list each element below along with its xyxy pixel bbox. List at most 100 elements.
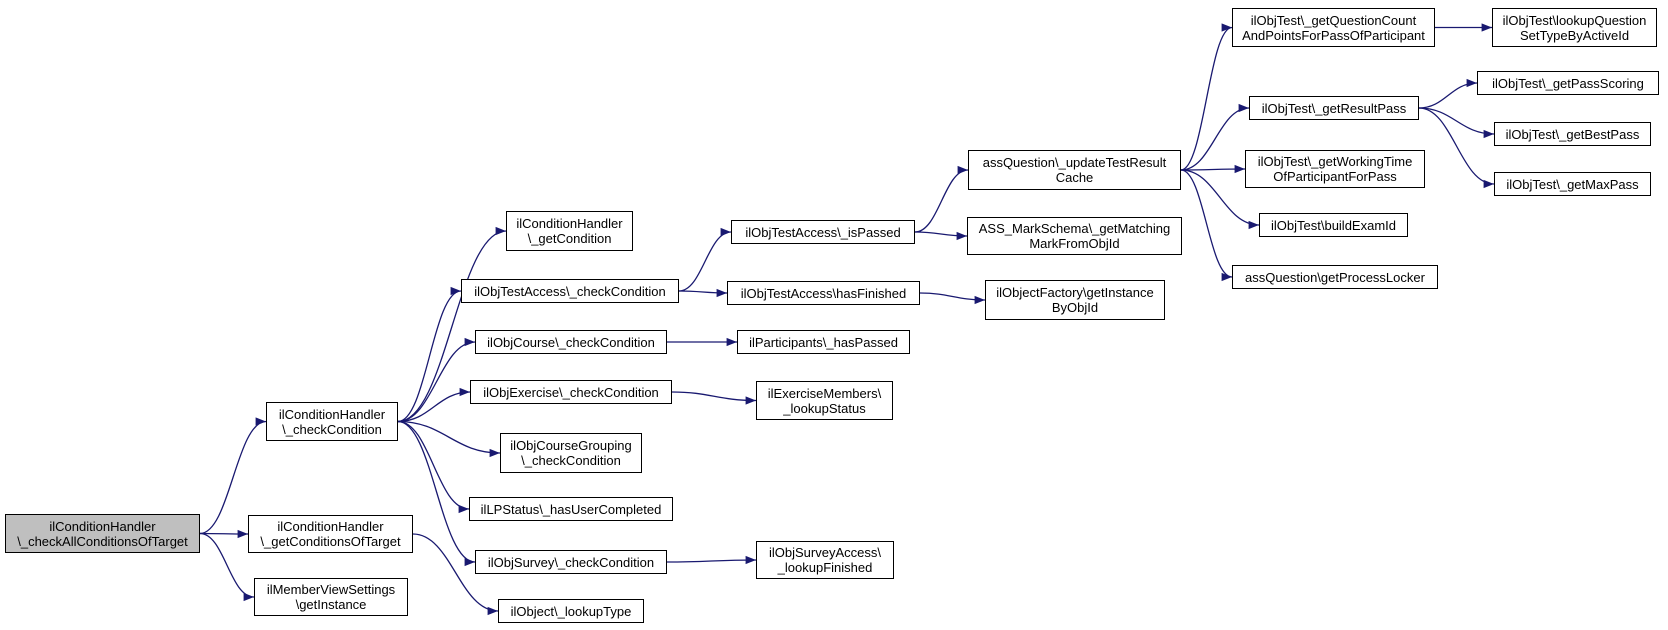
node-label: ilLPStatus\_hasUserCompleted: [480, 501, 662, 517]
edge-n1-n5: [397, 286, 462, 423]
node-label: ilObjTest\buildExamId: [1271, 217, 1396, 233]
node-n0: ilConditionHandler\_checkAllConditionsOf…: [5, 514, 200, 553]
node-label: \_checkAllConditionsOfTarget: [17, 533, 188, 549]
node-label: ilObjTest\_getMaxPass: [1506, 176, 1639, 192]
node-label: ilExerciseMembers\: [767, 385, 882, 401]
node-label: ilObjTestAccess\_checkCondition: [474, 283, 666, 299]
edge-n17-n21: [1180, 103, 1250, 171]
edge-n1-n6: [397, 337, 476, 423]
edge-n2-n11: [412, 533, 499, 616]
node-label: \_checkCondition: [282, 421, 382, 437]
node-label: \getInstance: [295, 597, 367, 612]
node-label: assQuestion\_updateTestResult: [982, 155, 1167, 170]
edge-n5-n13: [678, 288, 728, 298]
edge-n12-n17: [914, 165, 969, 233]
node-label: ilMemberViewSettings: [266, 582, 396, 597]
node-n11[interactable]: ilObject\_lookupType: [498, 599, 644, 623]
node-label: _lookupStatus: [783, 400, 866, 416]
node-n8[interactable]: ilObjCourseGrouping\_checkCondition: [500, 433, 642, 473]
edge-n1-n7: [397, 387, 471, 423]
node-n7[interactable]: ilObjExercise\_checkCondition: [470, 380, 672, 404]
node-n21[interactable]: ilObjTest\_getResultPass: [1249, 96, 1419, 120]
node-n14[interactable]: ilParticipants\_hasPassed: [737, 330, 910, 354]
node-label: ilObjCourse\_checkCondition: [487, 334, 655, 350]
node-n4[interactable]: ilConditionHandler\_getCondition: [506, 211, 633, 251]
node-n13[interactable]: ilObjTestAccess\hasFinished: [727, 281, 920, 305]
edge-n0-n1: [199, 417, 267, 535]
node-n9[interactable]: ilLPStatus\_hasUserCompleted: [469, 497, 673, 521]
edge-n1-n8: [397, 420, 501, 458]
edge-n21-n28: [1418, 107, 1495, 189]
node-n26[interactable]: ilObjTest\_getPassScoring: [1477, 71, 1659, 95]
node-label: ilObjTest\_getPassScoring: [1492, 75, 1644, 91]
node-label: ilObjTestAccess\hasFinished: [740, 285, 907, 301]
node-label: Cache: [1055, 170, 1094, 185]
edge-n7-n15: [671, 391, 757, 405]
node-label: ilObjTest\_getResultPass: [1261, 100, 1407, 116]
edge-n1-n9: [397, 420, 470, 514]
node-label: AndPointsForPassOfParticipant: [1242, 27, 1425, 43]
edge-n5-n12: [678, 227, 732, 292]
node-n6[interactable]: ilObjCourse\_checkCondition: [475, 330, 667, 354]
edge-n0-n2: [199, 529, 249, 539]
node-label: ilObject\_lookupType: [510, 603, 632, 619]
node-n12[interactable]: ilObjTestAccess\_isPassed: [731, 220, 915, 244]
node-label: ilObjTestAccess\_isPassed: [745, 224, 901, 240]
node-n15[interactable]: ilExerciseMembers\_lookupStatus: [756, 381, 893, 420]
node-label: _lookupFinished: [777, 560, 873, 575]
node-label: ilObjSurvey\_checkCondition: [487, 554, 655, 570]
node-label: ByObjId: [1051, 300, 1099, 315]
node-label: ilObjTest\_getWorkingTime: [1257, 154, 1413, 169]
node-n10[interactable]: ilObjSurvey\_checkCondition: [475, 550, 667, 574]
edge-n10-n16: [666, 555, 757, 565]
node-label: ilObjCourseGrouping: [510, 438, 632, 453]
node-label: OfParticipantForPass: [1273, 169, 1397, 184]
node-label: SetTypeByActiveId: [1519, 27, 1630, 43]
edge-n13-n19: [919, 292, 986, 305]
node-label: \_checkCondition: [521, 453, 621, 468]
edge-n21-n27: [1418, 107, 1495, 139]
node-n23[interactable]: ilObjTest\buildExamId: [1259, 213, 1408, 237]
node-label: ilObjTest\lookupQuestion: [1502, 12, 1647, 28]
node-label: MarkFromObjId: [1029, 236, 1120, 251]
node-label: ilObjTest\_getBestPass: [1505, 126, 1640, 142]
edge-n21-n26: [1418, 78, 1478, 109]
edge-n1-n4: [397, 226, 507, 423]
node-label: \_getCondition: [527, 231, 612, 246]
node-label: ilConditionHandler: [516, 216, 623, 231]
edge-n17-n24: [1180, 169, 1233, 282]
node-n27[interactable]: ilObjTest\_getBestPass: [1494, 122, 1651, 146]
node-label: \_getConditionsOfTarget: [260, 534, 401, 549]
node-label: ilConditionHandler: [278, 406, 386, 422]
node-label: ilObjTest\_getQuestionCount: [1250, 12, 1417, 28]
node-n1[interactable]: ilConditionHandler\_checkCondition: [266, 402, 398, 441]
node-label: ilObjSurveyAccess\: [769, 545, 881, 560]
node-n5[interactable]: ilObjTestAccess\_checkCondition: [461, 279, 679, 303]
node-label: ilParticipants\_hasPassed: [749, 334, 898, 350]
node-label: ASS_MarkSchema\_getMatching: [978, 221, 1171, 236]
edge-n17-n22: [1180, 164, 1246, 174]
node-label: ilObjectFactory\getInstance: [996, 285, 1154, 300]
edge-n0-n3: [199, 532, 255, 602]
edge-n17-n20: [1180, 23, 1233, 171]
node-n28[interactable]: ilObjTest\_getMaxPass: [1494, 172, 1651, 196]
edge-n1-n10: [397, 420, 476, 567]
node-n2[interactable]: ilConditionHandler\_getConditionsOfTarge…: [248, 515, 413, 553]
node-label: assQuestion\getProcessLocker: [1245, 269, 1425, 285]
edge-n12-n18: [914, 231, 968, 241]
node-n24[interactable]: assQuestion\getProcessLocker: [1232, 265, 1438, 289]
node-label: ilConditionHandler: [49, 518, 156, 534]
node-n16[interactable]: ilObjSurveyAccess\_lookupFinished: [756, 541, 894, 579]
node-n3[interactable]: ilMemberViewSettings\getInstance: [254, 578, 408, 616]
edge-n17-n23: [1180, 169, 1260, 230]
node-label: ilConditionHandler: [277, 519, 384, 534]
node-label: ilObjExercise\_checkCondition: [483, 384, 659, 400]
